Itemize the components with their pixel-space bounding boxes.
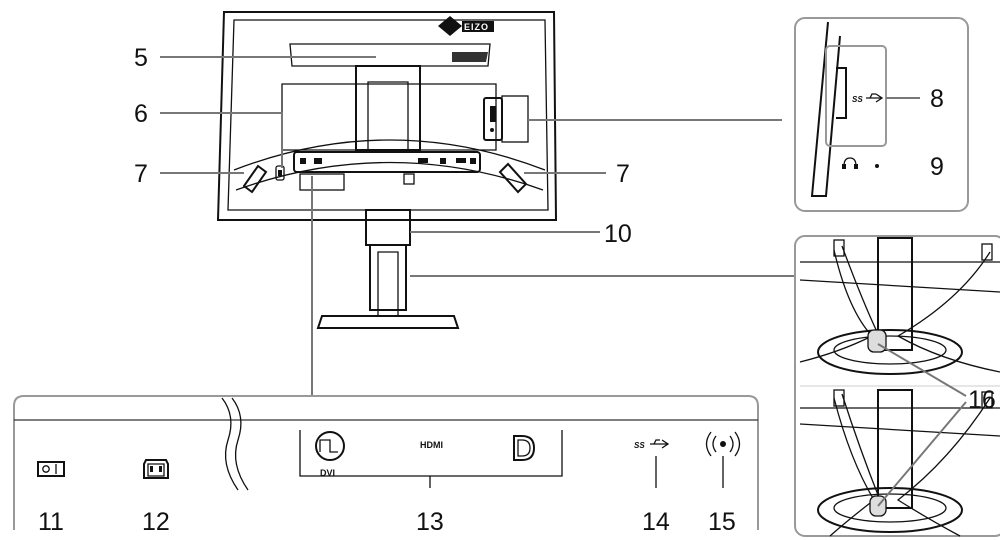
callout-side-ports: SS [794,17,969,212]
label-7-right: 7 [616,160,630,188]
label-15: 15 [708,508,736,536]
svg-text:SS: SS [852,95,863,104]
displayport-icon [513,435,536,461]
label-14: 14 [642,508,670,536]
handle-right [498,162,528,194]
label-13: 13 [416,508,444,536]
power-switch-icon [37,461,65,477]
label-8: 8 [930,85,944,113]
hdmi-port-icon: HDMI [420,440,443,450]
svg-text:DVI: DVI [320,468,335,478]
eizo-logo: EIZO [438,16,494,36]
svg-text:SS: SS [634,441,645,450]
bottom-port-panel: DVI HDMI SS [13,395,759,530]
handle-left [242,164,268,194]
usb-superspeed-icon: SS [634,439,670,450]
usb-side-icon: SS [852,93,884,104]
label-5: 5 [134,44,148,72]
label-9: 9 [930,153,944,181]
stand [316,209,460,329]
svg-text:EIZO: EIZO [464,22,489,32]
rear-port-strip [293,151,481,191]
security-slot [275,165,285,181]
callout-cable-holder [794,235,1000,537]
label-16: 16 [968,386,996,414]
label-11: 11 [38,508,64,536]
headphone-jack-icon [842,157,858,169]
monitor-rear: EIZO [216,11,558,221]
label-6: 6 [134,100,148,128]
label-7-left: 7 [134,160,148,188]
label-10: 10 [604,220,632,248]
label-12: 12 [142,508,170,536]
ac-power-inlet-icon [143,459,169,479]
dvi-port-icon: DVI [315,431,345,478]
side-port-panel [483,95,529,143]
svg-text:HDMI: HDMI [420,440,443,450]
wireless-antenna-icon [705,431,741,457]
